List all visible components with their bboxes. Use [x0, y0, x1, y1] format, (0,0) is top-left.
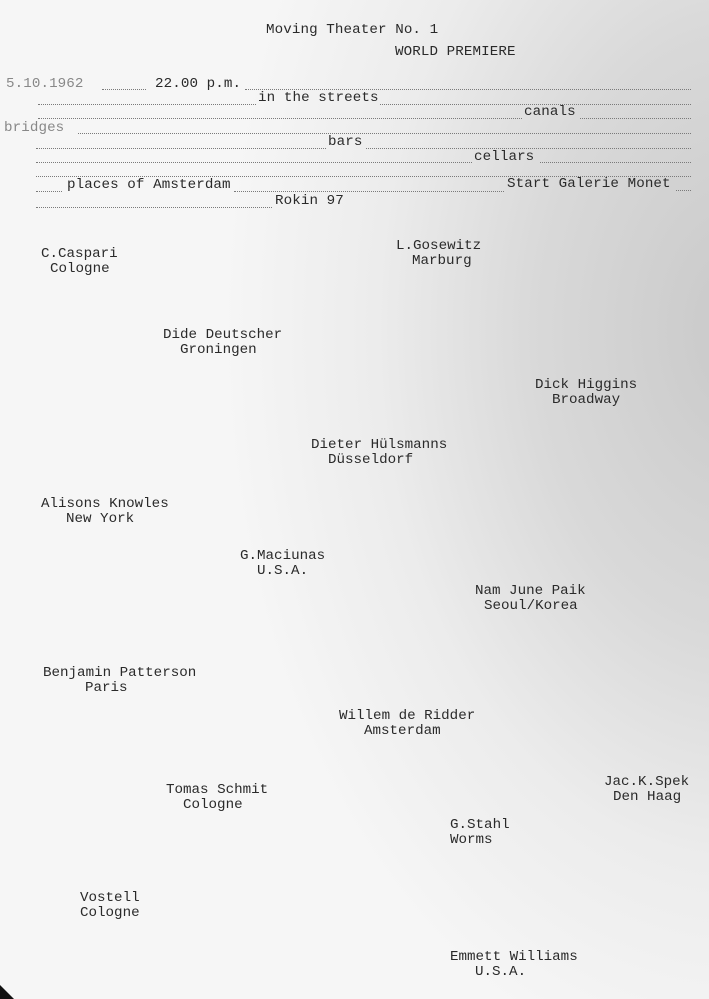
- artist-name: C.Caspari: [41, 246, 118, 262]
- dotted-line: [540, 162, 691, 163]
- artist-city: Seoul/Korea: [484, 598, 578, 614]
- artist-name: L.Gosewitz: [396, 238, 482, 254]
- dotted-line: [78, 133, 691, 134]
- artist-city: Broadway: [552, 392, 621, 408]
- cellars-text: cellars: [474, 149, 535, 165]
- artist-city: Amsterdam: [364, 723, 441, 739]
- start-location-text: Start Galerie Monet: [507, 176, 671, 192]
- artist-city: Düsseldorf: [328, 452, 414, 468]
- bridges-text: bridges: [4, 120, 65, 136]
- dotted-line: [36, 207, 272, 208]
- document-title: Moving Theater No. 1: [266, 22, 439, 38]
- artist-name: Alisons Knowles: [41, 496, 169, 512]
- artist-name: G.Maciunas: [240, 548, 326, 564]
- artist-name: Nam June Paik: [475, 583, 586, 599]
- artist-city: Paris: [85, 680, 128, 696]
- artist-name: Dieter Hülsmanns: [311, 437, 448, 453]
- dotted-line: [102, 89, 146, 90]
- artist-name: Dide Deutscher: [163, 327, 283, 343]
- dotted-line: [234, 191, 504, 192]
- artist-name: Tomas Schmit: [166, 782, 269, 798]
- places-text: places of Amsterdam: [67, 177, 231, 193]
- dotted-line: [36, 176, 691, 177]
- page-corner-shadow: [0, 985, 14, 999]
- address-text: Rokin 97: [275, 193, 344, 209]
- document-subtitle: WORLD PREMIERE: [395, 44, 516, 60]
- artist-name: Willem de Ridder: [339, 708, 476, 724]
- artist-name: Jac.K.Spek: [604, 774, 690, 790]
- dotted-line: [38, 118, 522, 119]
- artist-city: U.S.A.: [257, 563, 309, 579]
- artist-name: Vostell: [80, 890, 140, 906]
- artist-name: G.Stahl: [450, 817, 510, 833]
- artist-city: Marburg: [412, 253, 472, 269]
- bars-text: bars: [328, 134, 363, 150]
- streets-text: in the streets: [258, 90, 379, 106]
- artist-city: Worms: [450, 832, 493, 848]
- dotted-line: [580, 118, 691, 119]
- artist-name: Benjamin Patterson: [43, 665, 197, 681]
- artist-city: Cologne: [183, 797, 243, 813]
- artist-city: U.S.A.: [475, 964, 527, 980]
- artist-city: Cologne: [50, 261, 110, 277]
- dotted-line: [36, 191, 62, 192]
- dotted-line: [36, 148, 326, 149]
- time-text: 22.00 p.m.: [155, 76, 242, 92]
- artist-city: Cologne: [80, 905, 140, 921]
- dotted-line: [245, 89, 691, 90]
- canals-text: canals: [524, 104, 576, 120]
- dotted-line: [380, 104, 691, 105]
- dotted-line: [38, 104, 256, 105]
- dotted-line: [676, 190, 691, 191]
- date-text: 5.10.1962: [6, 76, 84, 92]
- artist-city: Groningen: [180, 342, 257, 358]
- artist-name: Emmett Williams: [450, 949, 578, 965]
- artist-city: New York: [66, 511, 135, 527]
- dotted-line: [366, 148, 691, 149]
- dotted-line: [36, 162, 472, 163]
- artist-city: Den Haag: [613, 789, 682, 805]
- artist-name: Dick Higgins: [535, 377, 638, 393]
